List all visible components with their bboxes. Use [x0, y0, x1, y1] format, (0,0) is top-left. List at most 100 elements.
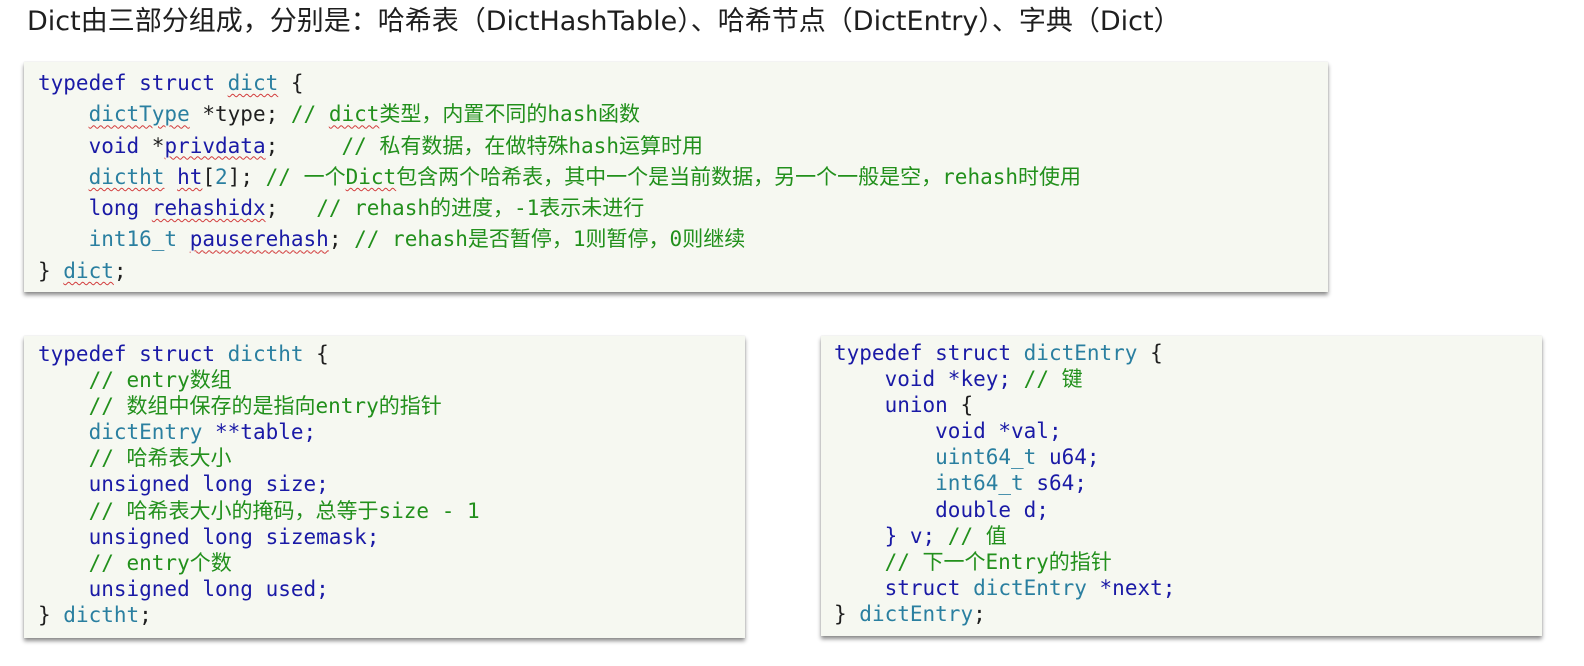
code-line: int16_t pauserehash; // rehash是否暂停，1则暂停，… — [38, 224, 1328, 255]
code-line: // 哈希表大小的掩码，总等于size - 1 — [38, 498, 745, 524]
code-text: *val; — [985, 419, 1062, 444]
comment: // 一个 — [265, 164, 346, 189]
keyword: double — [935, 497, 1012, 522]
comment: // 哈希表大小 — [88, 446, 232, 471]
code-line: // entry个数 — [38, 550, 745, 576]
indent — [834, 419, 935, 443]
code-line: } dict; — [38, 256, 1328, 287]
type-name: int16_t — [88, 227, 178, 252]
indent — [38, 196, 89, 220]
indent — [38, 368, 89, 392]
code-line: // 下一个Entry的指针 — [834, 549, 1542, 575]
comment: // 键 — [1023, 367, 1083, 392]
code-line: void *privdata; // 私有数据，在做特殊hash运算时用 — [38, 131, 1328, 162]
keyword: typedef struct — [38, 342, 228, 366]
code-line: // entry数组 — [38, 367, 745, 393]
code-line: union { — [834, 392, 1542, 418]
code-line: } dictht; — [38, 602, 745, 628]
code-text: * — [139, 133, 165, 158]
indent — [834, 367, 885, 391]
code-text: { — [303, 342, 329, 366]
code-text: s64; — [1023, 471, 1087, 496]
indent — [834, 524, 885, 548]
code-text: ; — [973, 601, 986, 626]
code-line: unsigned long size; — [38, 471, 745, 497]
type-name: dictht — [88, 164, 165, 189]
indent — [38, 499, 89, 523]
type-name: dictType — [88, 102, 190, 127]
field-name: rehashidx — [151, 196, 266, 221]
code-line: // 数组中保存的是指向entry的指针 — [38, 393, 745, 419]
indent — [834, 393, 885, 417]
type-name: uint64_t — [935, 445, 1037, 470]
indent — [38, 577, 89, 601]
code-line: unsigned long used; — [38, 576, 745, 602]
comment: // 数组中保存的是指向entry的指针 — [88, 394, 442, 419]
indent — [38, 420, 89, 444]
keyword: long — [88, 196, 140, 221]
keyword: typedef struct — [834, 341, 1024, 365]
code-text: sizemask; — [252, 524, 380, 549]
code-line: typedef struct dictht { — [38, 341, 745, 367]
indent — [38, 165, 89, 189]
code-line: long rehashidx; // rehash的进度，-1表示未进行 — [38, 193, 1328, 224]
code-line: dictEntry **table; — [38, 419, 745, 445]
comment: // rehash是否暂停，1则暂停，0则继续 — [354, 227, 746, 252]
code-text: } — [834, 601, 860, 626]
indent — [834, 445, 935, 469]
keyword: void — [88, 133, 140, 158]
comment: // rehash的进度，-1表示未进行 — [316, 196, 645, 221]
indent — [38, 525, 89, 549]
indent — [38, 227, 89, 251]
code-line: void *val; — [834, 418, 1542, 444]
keyword: typedef struct — [38, 71, 228, 95]
code-text: } — [38, 258, 64, 283]
indent — [834, 576, 885, 600]
struct-name: dictht — [227, 342, 304, 366]
code-dict: typedef struct dict { dictType *type; //… — [38, 68, 1328, 287]
keyword: unsigned long — [88, 576, 253, 601]
code-text: *next; — [1086, 575, 1176, 600]
type-name: dictEntry — [88, 420, 203, 445]
comment: // 值 — [947, 523, 1007, 548]
code-text: [ — [202, 164, 216, 189]
indent — [834, 471, 935, 495]
comment: Dict — [345, 164, 397, 189]
code-dictht: typedef struct dictht { // entry数组 // 数组… — [38, 341, 745, 628]
comment: // — [290, 102, 329, 127]
code-line: typedef struct dictEntry { — [834, 340, 1542, 366]
type-name: dictEntry — [973, 575, 1087, 600]
code-line: // 哈希表大小 — [38, 445, 745, 471]
code-dictentry: typedef struct dictEntry { void *key; //… — [834, 340, 1542, 627]
struct-name: dictEntry — [1023, 341, 1138, 365]
code-line: double d; — [834, 497, 1542, 523]
code-block-dict: typedef struct dict { dictType *type; //… — [24, 62, 1328, 292]
code-line: unsigned long sizemask; — [38, 524, 745, 550]
code-text: ]; — [227, 164, 266, 189]
code-line: struct dictEntry *next; — [834, 575, 1542, 601]
comment: 类型，内置不同的hash函数 — [379, 102, 640, 127]
keyword: void — [884, 367, 936, 392]
indent — [38, 102, 89, 126]
code-text: **table; — [202, 420, 317, 445]
code-line: } dictEntry; — [834, 601, 1542, 627]
comment: // entry个数 — [88, 550, 232, 575]
struct-name: dictht — [63, 602, 140, 627]
code-text: } v; — [884, 523, 948, 548]
type-name: int64_t — [935, 471, 1024, 496]
code-block-dictht: typedef struct dictht { // entry数组 // 数组… — [24, 336, 745, 638]
struct-name: dict — [63, 258, 114, 283]
space — [164, 165, 177, 189]
indent — [38, 551, 89, 575]
space — [177, 227, 190, 251]
comment: // 下一个Entry的指针 — [884, 549, 1112, 574]
struct-name: dictEntry — [859, 601, 974, 626]
code-line: void *key; // 键 — [834, 366, 1542, 392]
code-text: { — [1137, 341, 1163, 365]
code-text: used; — [252, 576, 329, 601]
space — [960, 576, 973, 600]
comment: // 私有数据，在做特殊hash运算时用 — [341, 133, 703, 158]
indent — [834, 550, 885, 574]
number: 2 — [215, 164, 228, 189]
comment: dict — [328, 102, 380, 127]
